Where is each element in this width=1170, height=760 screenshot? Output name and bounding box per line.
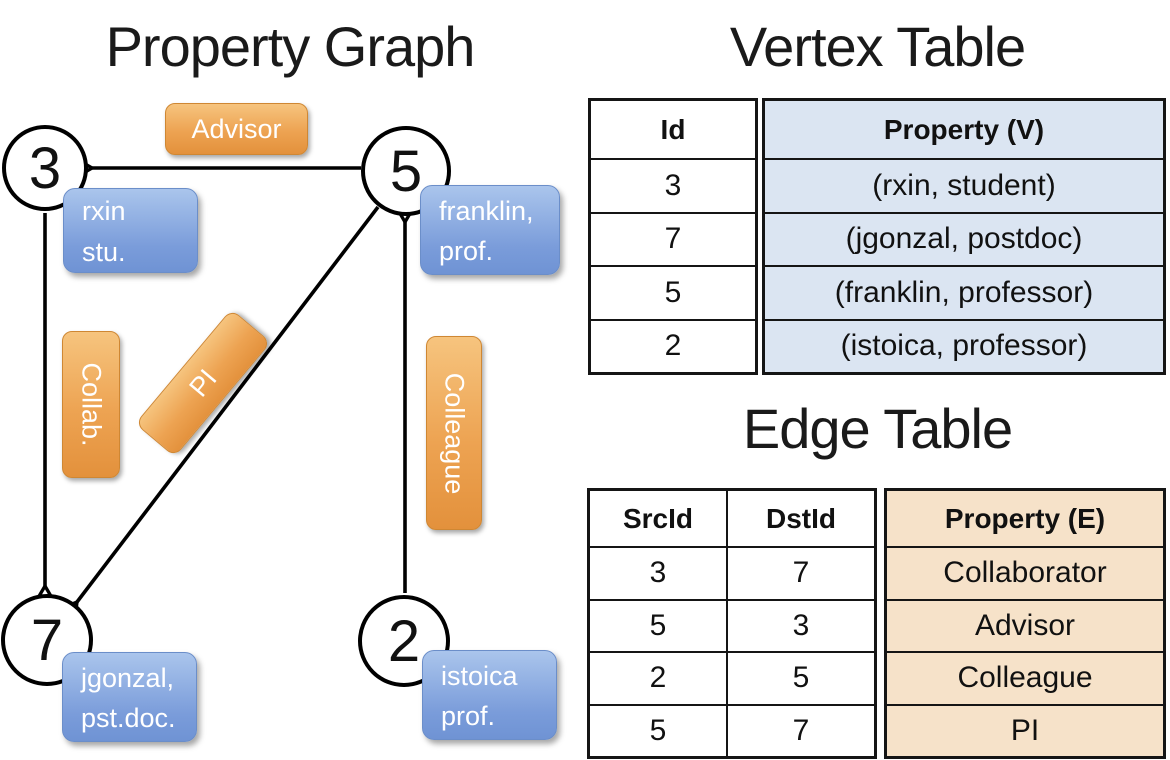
edge-table-id-columns: SrcId DstId 3 7 5 3 2 5 5 7	[587, 488, 877, 759]
vertex-property-cell: (rxin, student)	[765, 158, 1163, 212]
node-property-istoica: istoica prof.	[422, 650, 557, 740]
edge-dst-cell: 3	[726, 598, 874, 651]
edge-table-title: Edge Table	[742, 397, 1013, 460]
edge-table-property-column: Property (E) Collaborator Advisor Collea…	[884, 488, 1166, 759]
node-property-jgonzal: jgonzal, pst.doc.	[62, 652, 197, 742]
node-id: 2	[387, 608, 421, 674]
edge-property-cell: Colleague	[887, 651, 1163, 704]
edge-5-to-7	[77, 205, 380, 602]
vertex-property-cell: (franklin, professor)	[765, 265, 1163, 319]
edge-src-cell: 5	[590, 598, 726, 651]
graph-node-2: 2	[358, 595, 450, 687]
edge-property-cell: Advisor	[887, 598, 1163, 651]
property-line: franklin,	[439, 195, 534, 226]
edge-dst-cell: 7	[726, 703, 874, 756]
edge-src-cell: 2	[590, 651, 726, 704]
edge-label-text: Colleague	[439, 372, 470, 494]
vertex-property-cell: (istoica, professor)	[765, 318, 1163, 372]
vertex-table-title: Vertex Table	[729, 15, 1026, 78]
node-id: 3	[28, 135, 62, 201]
edge-src-cell: 3	[590, 546, 726, 599]
vertex-table-header-property: Property (V)	[765, 101, 1163, 158]
property-line: prof.	[439, 236, 494, 266]
property-line: pst.doc.	[81, 703, 176, 733]
vertex-id-cell: 7	[591, 211, 755, 265]
edge-property-cell: Collaborator	[887, 546, 1163, 599]
property-line: prof.	[441, 701, 496, 731]
property-line: stu.	[82, 236, 126, 267]
edge-label-advisor: Advisor	[165, 103, 308, 155]
node-property-rxin: rxin stu.	[63, 188, 198, 273]
vertex-id-cell: 3	[591, 158, 755, 212]
edge-label-colleague: Colleague	[426, 336, 482, 530]
property-graph-title: Property Graph	[105, 15, 476, 78]
node-id: 7	[30, 607, 64, 673]
edge-table-header-dst: DstId	[726, 491, 874, 546]
node-id: 5	[389, 138, 423, 204]
vertex-table-id-column: Id 3 7 5 2	[588, 98, 758, 375]
edge-label-text: Advisor	[191, 113, 282, 144]
edge-table-header-property: Property (E)	[887, 491, 1163, 546]
edge-label-collab: Collab.	[62, 331, 120, 478]
edge-dst-cell: 5	[726, 651, 874, 704]
edge-src-cell: 5	[590, 703, 726, 756]
vertex-id-cell: 2	[591, 318, 755, 372]
edge-property-cell: PI	[887, 703, 1163, 756]
edge-label-text: PI	[182, 363, 223, 403]
property-line: jgonzal,	[81, 662, 175, 693]
vertex-id-cell: 5	[591, 265, 755, 319]
property-line: rxin	[82, 196, 126, 226]
edge-label-text: Collab.	[76, 362, 107, 447]
graph-edges	[0, 0, 585, 760]
vertex-property-cell: (jgonzal, postdoc)	[765, 211, 1163, 265]
edge-dst-cell: 7	[726, 546, 874, 599]
vertex-table-header-id: Id	[591, 101, 755, 158]
vertex-table-property-column: Property (V) (rxin, student) (jgonzal, p…	[762, 98, 1166, 375]
edge-table-header-src: SrcId	[590, 491, 726, 546]
node-property-franklin: franklin, prof.	[420, 185, 560, 275]
property-line: istoica	[441, 660, 518, 691]
